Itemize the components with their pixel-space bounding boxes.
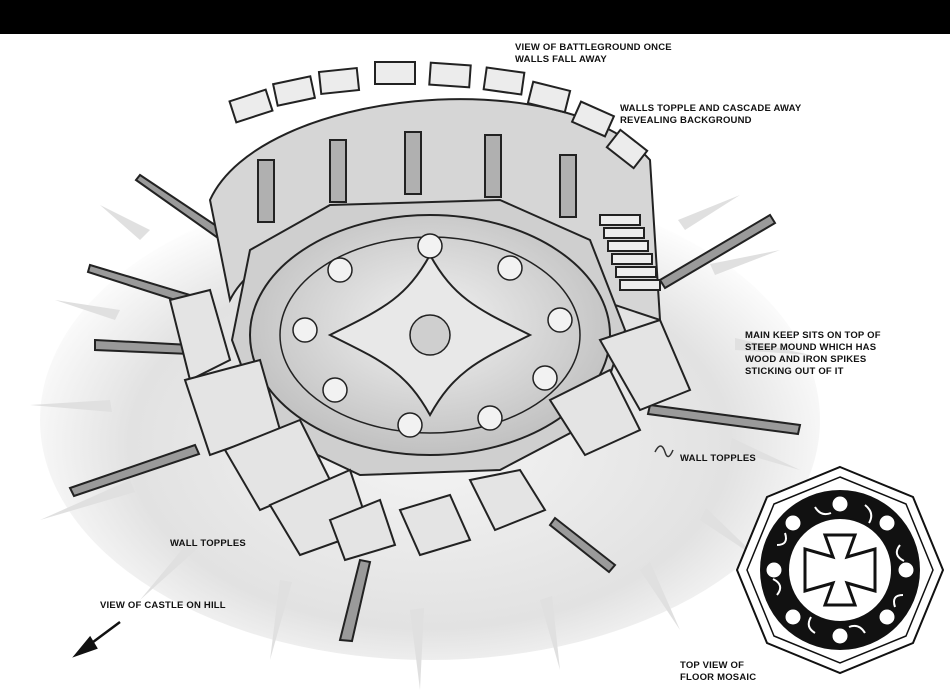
mosaic-medallions (765, 495, 915, 645)
front-broken-wall (168, 288, 692, 562)
note-top-view: TOP VIEW OF FLOOR MOSAIC (680, 660, 757, 683)
arena-floor (230, 198, 627, 477)
note-castle-on-hill: VIEW OF CASTLE ON HILL (100, 600, 226, 611)
note-main-keep: MAIN KEEP SITS ON TOP OF STEEP MOUND WHI… (745, 330, 881, 377)
arrow-down-left-icon (72, 620, 121, 658)
mosaic-swirls (772, 504, 905, 634)
note-walls-cascade: WALLS TOPPLE AND CASCADE AWAY REVEALING … (620, 103, 802, 126)
note-wall-topples-right: WALL TOPPLES (680, 453, 756, 464)
cross-pattee-icon (803, 533, 877, 607)
castle-keep-illustration (30, 61, 820, 690)
header-bar (0, 0, 950, 34)
note-wall-topples-left: WALL TOPPLES (170, 538, 246, 549)
mound-spike-shadows (30, 195, 810, 690)
floor-mosaic-top-view (735, 465, 945, 675)
artist-signature (654, 445, 674, 458)
note-battleground: VIEW OF BATTLEGROUND ONCE WALLS FALL AWA… (515, 42, 672, 65)
